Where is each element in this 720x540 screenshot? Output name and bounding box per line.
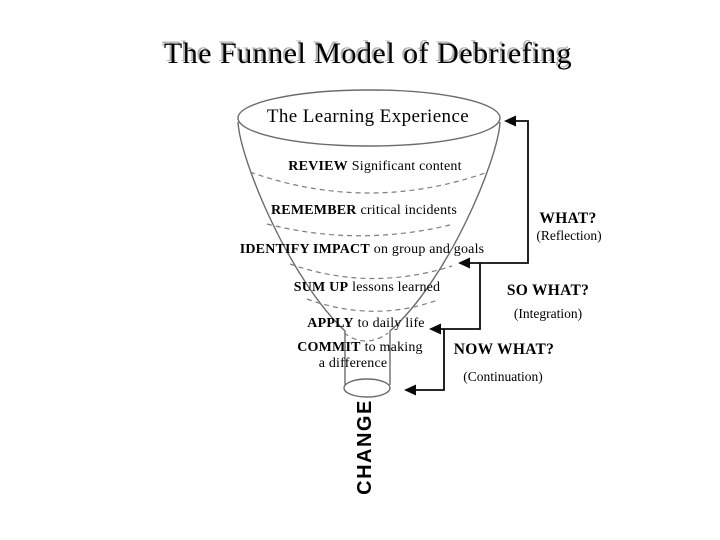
funnel-bottom-ellipse [343,378,391,398]
level-text: on group and goals [373,242,485,257]
level-keyword: COMMIT [297,340,361,355]
level-keyword: REMEMBER [270,203,357,218]
stage-now-what-phase: (Continuation) [463,369,543,384]
stage-now-what-question: NOW WHAT? [453,341,555,358]
stage-so-what-phase: (Integration) [513,306,583,321]
bracket-now-what [404,329,445,396]
arrow-now-what-icon [404,384,416,396]
funnel-right-side [389,121,501,385]
level-text: to making [364,340,423,355]
level-keyword: SUM UP [293,280,349,295]
funnel-top-label: The Learning Experience [266,106,470,127]
level-text: lessons learned [352,280,441,295]
funnel-level-commit-line2: a difference [318,356,388,371]
arrow-so-what-icon [429,323,441,335]
level-keyword: IDENTIFY IMPACT [239,242,370,257]
divider-arc-2 [266,223,451,237]
arrow-what-top-icon [504,115,516,127]
bracket-what-line [469,120,529,264]
level-text: to daily life [357,316,425,331]
level-text: critical incidents [360,203,458,218]
funnel-left-side [237,121,346,385]
divider-arc-3 [289,263,453,280]
funnel-top-ellipse [237,89,501,147]
level-text: Significant content [351,159,462,174]
stage-what-question: WHAT? [539,210,597,227]
bracket-now-what-line [416,329,445,391]
stage-what-phase: (Reflection) [536,228,602,243]
funnel-outlet-label: CHANGE [353,399,376,495]
level-keyword: REVIEW [288,159,348,174]
stage-so-what-question: SO WHAT? [506,282,590,299]
funnel-shape [237,89,501,398]
divider-arc-5 [343,332,389,342]
divider-arc-4 [306,298,439,312]
divider-arc-1 [249,171,489,194]
bracket-so-what [429,263,481,335]
arrow-what-bottom-icon [458,257,470,269]
page-title: The Funnel Model of Debriefing [163,37,573,70]
bracket-so-what-line [440,263,481,330]
bracket-what [458,115,529,269]
level-keyword: APPLY [307,316,354,331]
